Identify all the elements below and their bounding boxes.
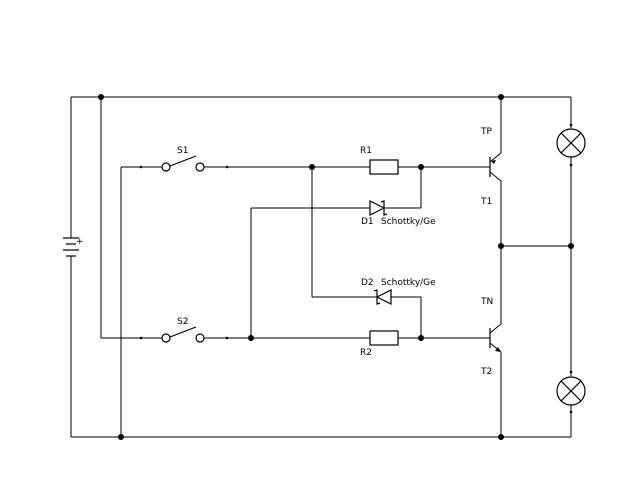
diode-d1-label: D1 xyxy=(361,217,374,227)
switch-s1-label: S1 xyxy=(177,146,188,156)
battery-plus-label: + xyxy=(76,237,84,247)
feeder-wires xyxy=(100,97,140,437)
resistor-r2-label: R2 xyxy=(360,348,372,358)
switch-s1: S1 xyxy=(139,146,229,172)
diode-d1: D1 Schottky/Ge xyxy=(250,167,436,338)
transistor-t2-name: T2 xyxy=(480,367,492,377)
diode-d2-label: D2 xyxy=(361,278,374,288)
battery: + xyxy=(63,97,84,437)
diode-d2-type: Schottky/Ge xyxy=(381,278,436,288)
transistor-t2-type: TN xyxy=(480,297,493,307)
transistor-t1-name: T1 xyxy=(480,197,492,207)
resistor-r2: R2 xyxy=(227,330,490,358)
diode-d1-type: Schottky/Ge xyxy=(381,217,436,227)
resistor-r1-label: R1 xyxy=(360,146,372,156)
transistor-t1: TP T1 xyxy=(480,97,502,246)
transistor-t1-type: TP xyxy=(480,127,492,137)
transistor-t2: TN T2 xyxy=(480,246,502,437)
diode-d2: D2 Schottky/Ge xyxy=(311,167,436,338)
lamp-lower xyxy=(556,246,586,437)
lamp-upper xyxy=(556,97,586,246)
switch-s2-label: S2 xyxy=(177,317,188,327)
switch-s2: S2 xyxy=(139,317,229,343)
junctions xyxy=(98,94,574,440)
resistor-r1: R1 xyxy=(227,146,490,175)
